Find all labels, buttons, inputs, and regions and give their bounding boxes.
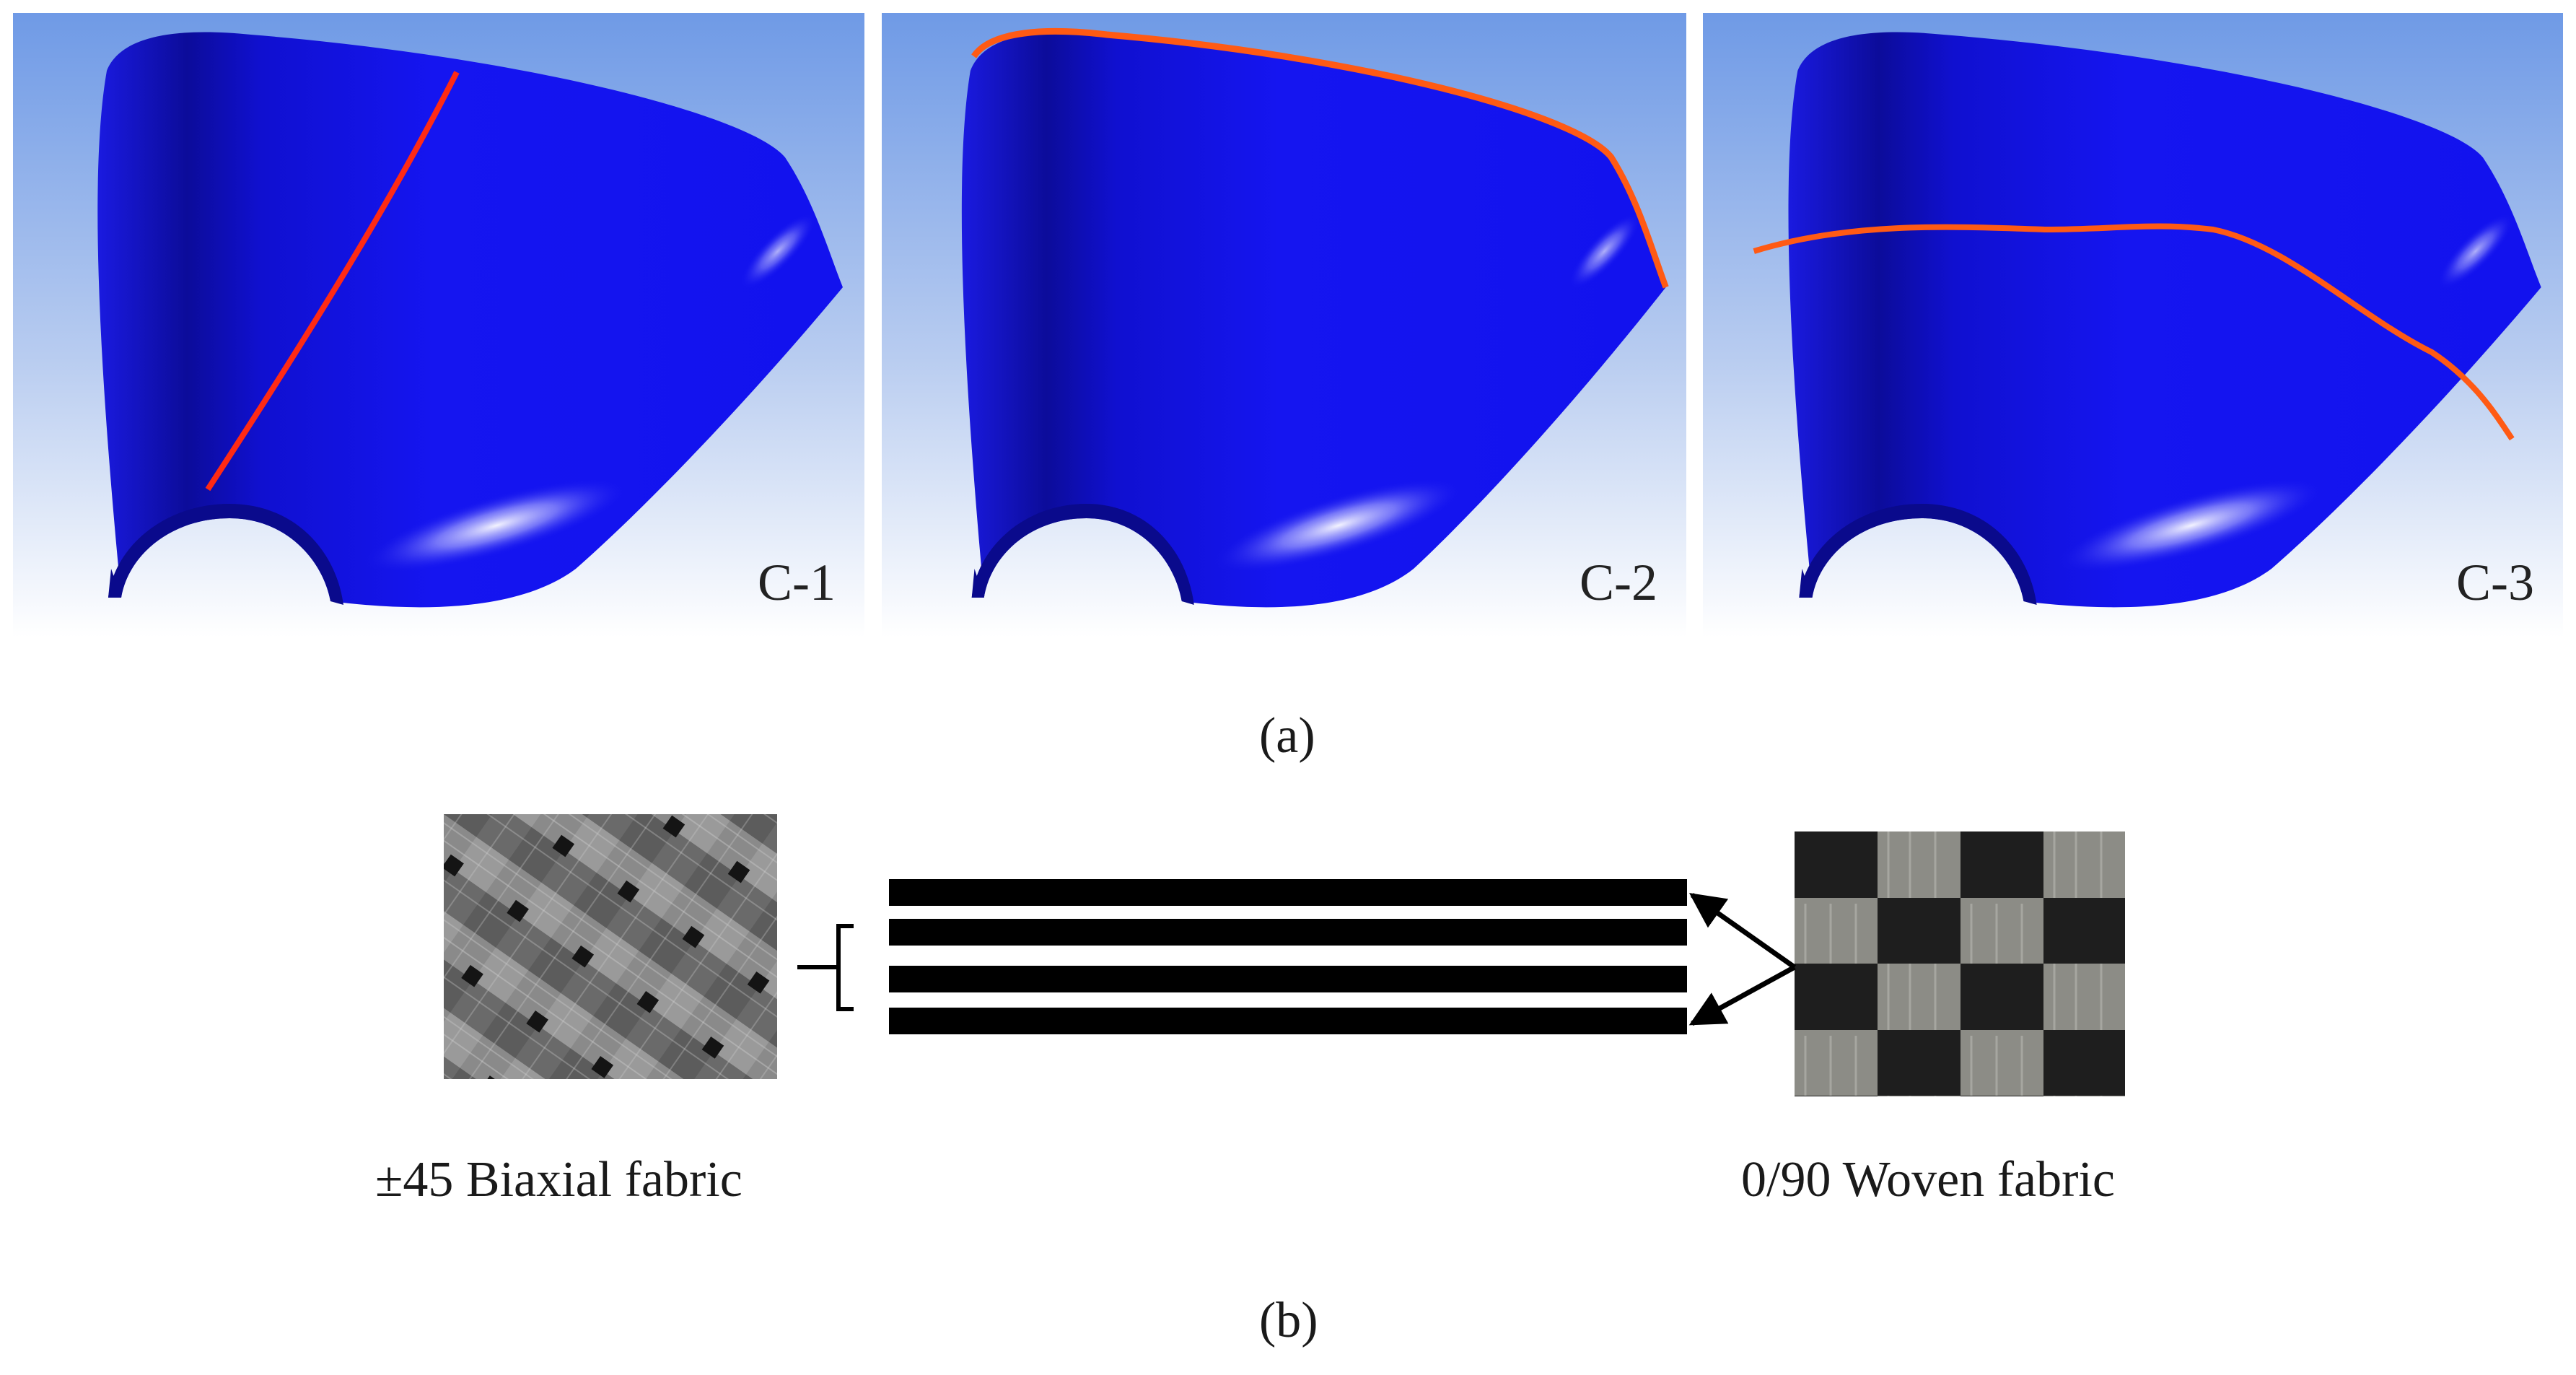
woven-fabric-photo bbox=[1795, 831, 2125, 1096]
label-woven-fabric: 0/90 Woven fabric bbox=[1741, 1152, 2115, 1208]
arrow-to-bottom-layer bbox=[1688, 964, 1796, 1026]
view-label-c3: C-3 bbox=[2456, 554, 2534, 611]
shell-view-c3: C-3 bbox=[1703, 13, 2563, 637]
layer-4 bbox=[889, 1008, 1687, 1034]
caption-panel-a: (a) bbox=[1259, 708, 1315, 764]
shell-view-c1: C-1 bbox=[13, 13, 864, 637]
view-label-c1: C-1 bbox=[758, 554, 836, 611]
layer-3 bbox=[889, 966, 1687, 992]
layer-2 bbox=[889, 919, 1687, 946]
bracket-icon bbox=[797, 924, 854, 1011]
layup-diagram bbox=[797, 879, 1797, 1034]
seam-line-edge bbox=[971, 27, 1669, 289]
view-label-c2: C-2 bbox=[1580, 554, 1657, 611]
seam-line-wave bbox=[1753, 223, 2515, 441]
layer-1 bbox=[889, 879, 1687, 906]
caption-panel-b: (b) bbox=[1259, 1293, 1318, 1348]
biaxial-fabric-photo bbox=[444, 814, 777, 1079]
shell-view-c2: C-2 bbox=[882, 13, 1686, 637]
seam-line-diagonal bbox=[205, 71, 460, 492]
arrow-to-top-layer bbox=[1688, 893, 1797, 969]
label-biaxial-fabric: ±45 Biaxial fabric bbox=[375, 1152, 742, 1208]
